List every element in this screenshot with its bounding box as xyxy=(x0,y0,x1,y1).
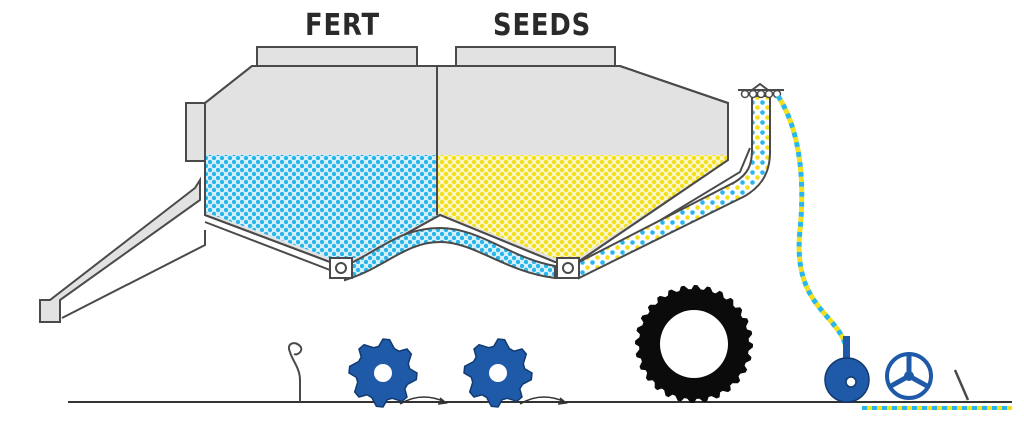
hitch-block xyxy=(185,102,207,162)
soil-arrow-1 xyxy=(399,396,446,405)
seed-flow-line-blue xyxy=(775,94,849,353)
fert-lid xyxy=(256,46,418,67)
seeds-metering-unit xyxy=(556,257,580,279)
soil-arrow-2 xyxy=(519,396,566,405)
shank-tine xyxy=(288,342,303,402)
fert-metering-unit xyxy=(329,257,353,279)
seeding-coulter xyxy=(824,336,870,403)
press-wheel xyxy=(885,352,933,400)
seeds-hopper-label: SEEDS xyxy=(493,8,592,43)
fert-hopper-label: FERT xyxy=(305,8,380,43)
seeds-lid xyxy=(455,46,616,67)
disc-opener-2 xyxy=(463,338,533,408)
fert-fill xyxy=(205,155,437,258)
transfer-tube xyxy=(344,226,556,282)
seed-flow-line-yellow xyxy=(775,94,849,353)
distribution-head xyxy=(738,82,784,99)
tire xyxy=(635,285,753,403)
support-arm xyxy=(39,176,201,323)
seeds-fill xyxy=(437,155,728,258)
disc-opener-1 xyxy=(348,338,418,408)
closing-tine xyxy=(953,369,970,401)
